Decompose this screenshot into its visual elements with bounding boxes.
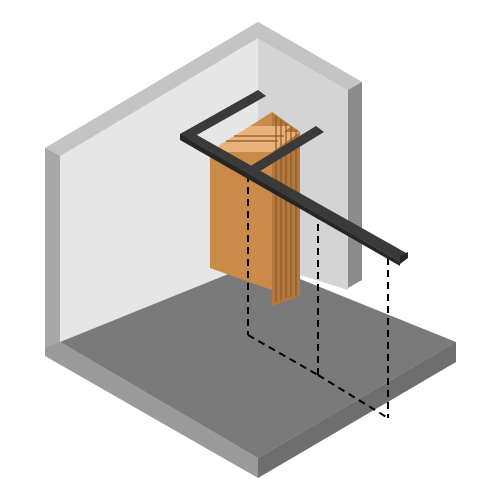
- left-wall-inner: [60, 38, 258, 342]
- rail-long-bar: [180, 130, 408, 262]
- dashed-edge: [317, 374, 389, 419]
- hanging-rail: [180, 90, 408, 266]
- dashed-edge: [247, 334, 319, 376]
- rail-front-arm: [244, 126, 324, 176]
- floor-top: [60, 262, 456, 458]
- floor-front-right-edge: [258, 342, 456, 478]
- left-wall-thickness-side: [45, 148, 60, 356]
- rail-long-bar-shadow: [180, 134, 400, 266]
- floor-front-left-edge: [45, 342, 258, 478]
- rail-end-cap: [400, 252, 408, 264]
- wood-board-stack: [210, 112, 300, 306]
- rail-rear-arm: [180, 90, 266, 140]
- wall-top-edge: [45, 22, 362, 156]
- right-wall-outer: [258, 22, 362, 288]
- dashed-projection-outline: [247, 175, 389, 419]
